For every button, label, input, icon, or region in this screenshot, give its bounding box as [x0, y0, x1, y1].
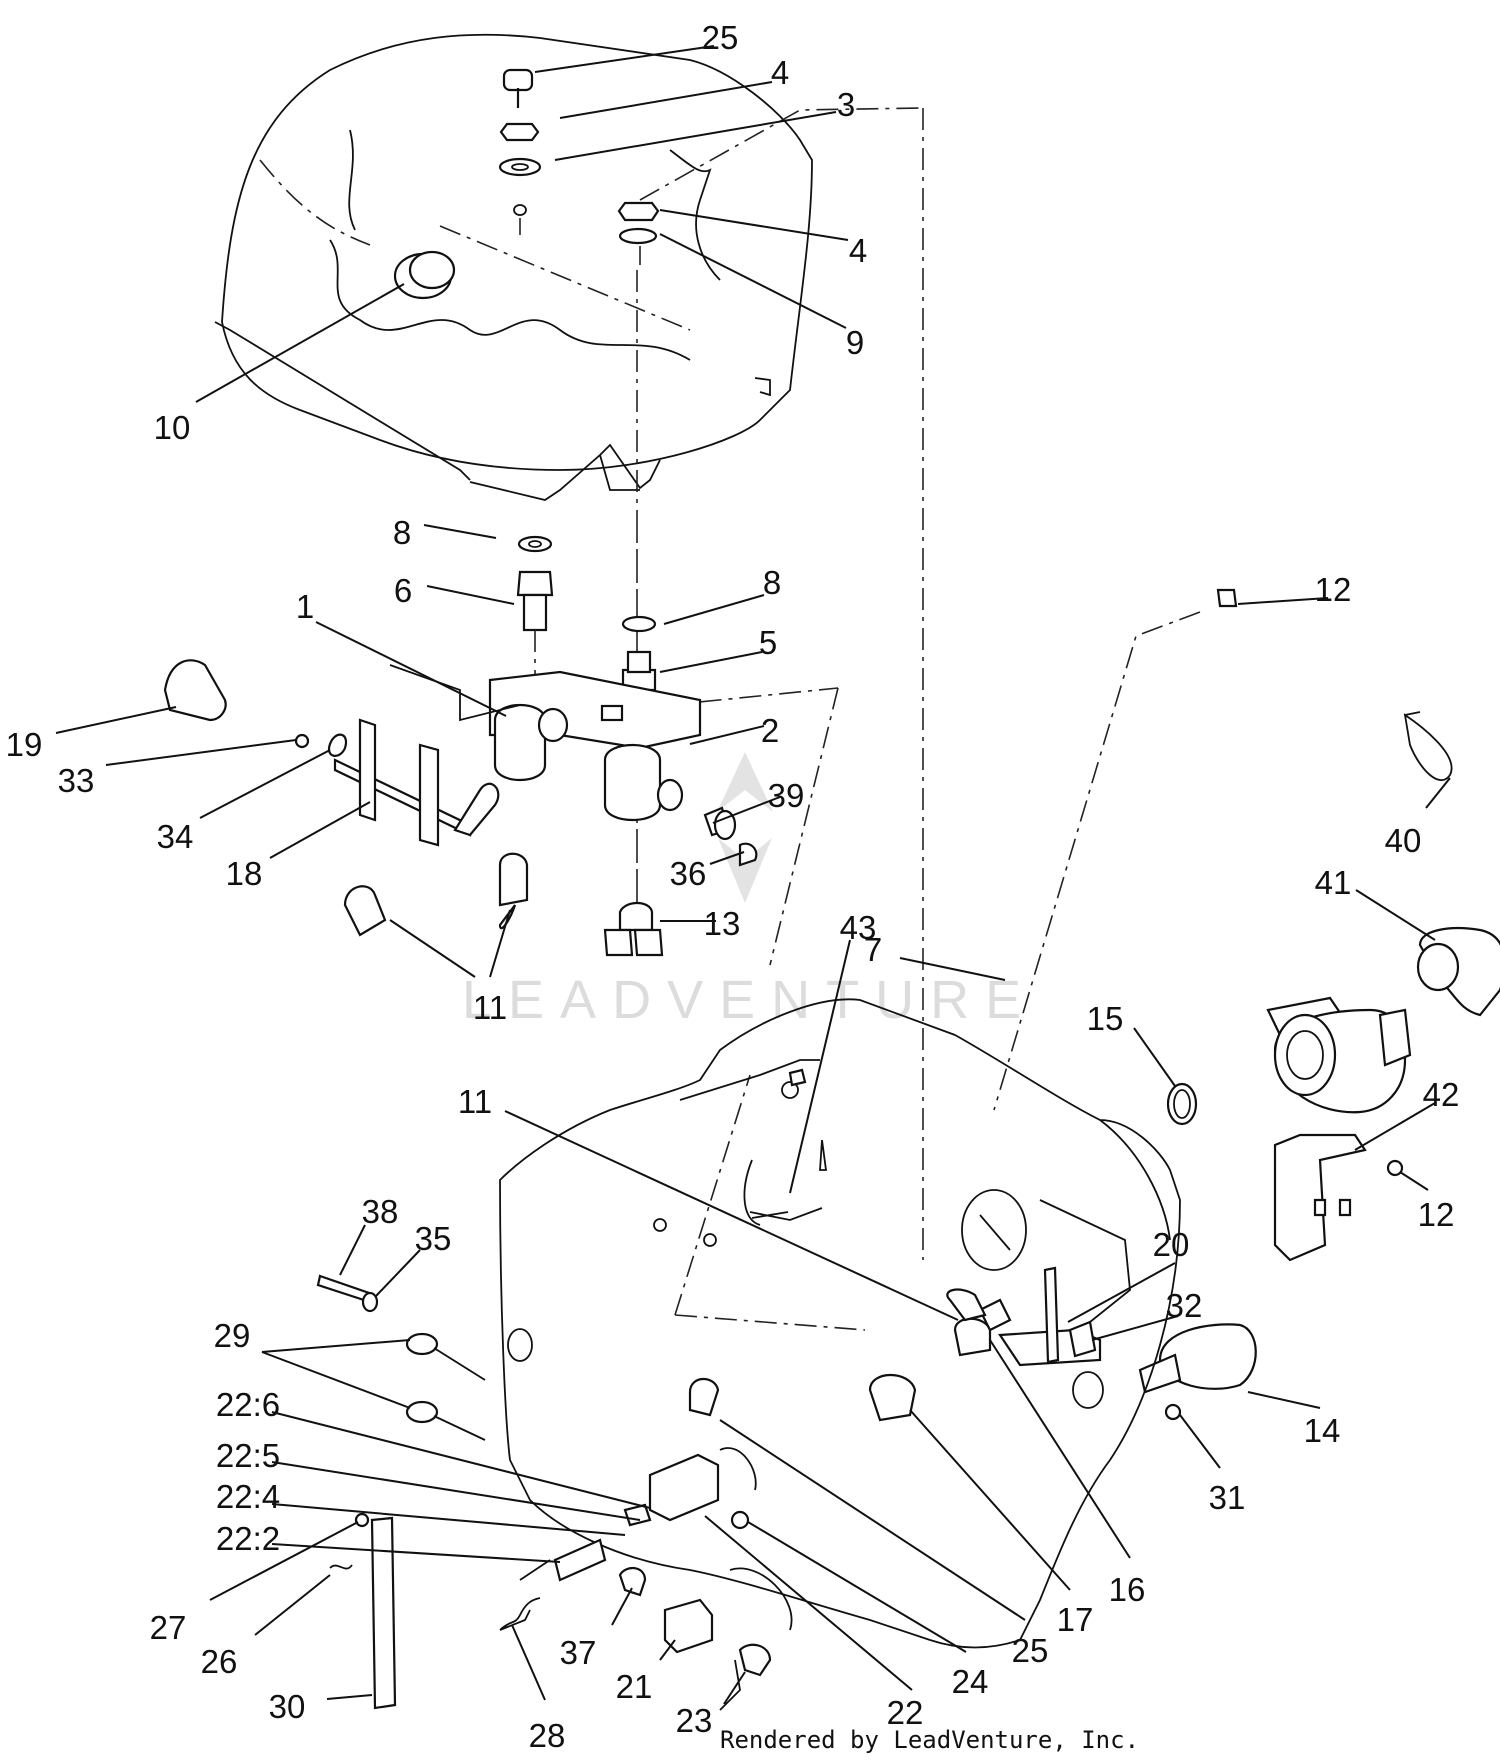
callout-16: 16	[1109, 1571, 1146, 1608]
callout-11: 11	[473, 989, 507, 1026]
callout-32: 32	[1166, 1287, 1203, 1324]
callout-10: 10	[154, 409, 191, 446]
callout-39: 39	[768, 777, 805, 814]
callout-1: 1	[296, 588, 314, 625]
callout-30: 30	[269, 1688, 306, 1725]
callout-40: 40	[1385, 822, 1422, 859]
callout-37: 37	[560, 1634, 597, 1671]
callout-29: 29	[214, 1317, 251, 1354]
callout-9: 9	[846, 324, 864, 361]
callout-17: 17	[1057, 1601, 1094, 1638]
callout-22-2: 22:2	[216, 1520, 280, 1557]
watermark-text: LEADVENTURE	[462, 970, 1037, 1030]
callout-33: 33	[58, 762, 95, 799]
assembly-guide-line	[619, 687, 839, 966]
callout-41: 41	[1315, 864, 1352, 901]
callout-8: 8	[763, 564, 781, 601]
callout-2: 2	[761, 712, 779, 749]
callout-13: 13	[704, 905, 741, 942]
callout-12: 12	[1315, 571, 1352, 608]
callout-4: 4	[771, 54, 789, 91]
callout-43: 43	[840, 909, 877, 946]
callout-3: 3	[837, 86, 855, 123]
mounting-plate	[316, 998, 1181, 1711]
callout-18: 18	[226, 855, 263, 892]
callout-12: 12	[1418, 1196, 1455, 1233]
callout-22-5: 22:5	[216, 1437, 280, 1474]
callout-14: 14	[1304, 1412, 1341, 1449]
callout-35: 35	[415, 1220, 452, 1257]
leader-lines	[55, 45, 1451, 1705]
valve-assembly	[163, 535, 758, 957]
callout-15: 15	[1087, 1000, 1124, 1037]
callout-11: 11	[458, 1083, 492, 1120]
callout-20: 20	[1153, 1226, 1190, 1263]
callout-42: 42	[1423, 1076, 1460, 1113]
callout-38: 38	[362, 1193, 399, 1230]
callout-27: 27	[150, 1609, 187, 1646]
callout-22-6: 22:6	[216, 1386, 280, 1423]
callout-22-4: 22:4	[216, 1478, 280, 1515]
callout-31: 31	[1209, 1479, 1246, 1516]
callout-6: 6	[394, 572, 412, 609]
assembly-guide-line	[674, 1074, 866, 1331]
rendered-by-credit: Rendered by LeadVenture, Inc.	[720, 1726, 1139, 1754]
callout-26: 26	[201, 1643, 238, 1680]
callout-24: 24	[952, 1663, 989, 1700]
leadventure-logo-watermark: LEADVENTURE	[462, 752, 1037, 1030]
callout-7: 7	[864, 931, 882, 968]
callout-36: 36	[670, 855, 707, 892]
fuel-tank	[214, 33, 921, 501]
callout-28: 28	[529, 1717, 566, 1754]
callout-21: 21	[616, 1668, 653, 1705]
callout-8: 8	[393, 514, 411, 551]
callout-22: 22	[887, 1694, 924, 1731]
callout-25: 25	[1012, 1632, 1049, 1669]
callout-19: 19	[6, 726, 43, 763]
callout-5: 5	[759, 624, 777, 661]
callout-34: 34	[157, 818, 194, 855]
callout-4: 4	[849, 232, 867, 269]
callout-25: 25	[702, 19, 739, 56]
right-components	[1138, 588, 1500, 1421]
callout-23: 23	[676, 1702, 713, 1739]
